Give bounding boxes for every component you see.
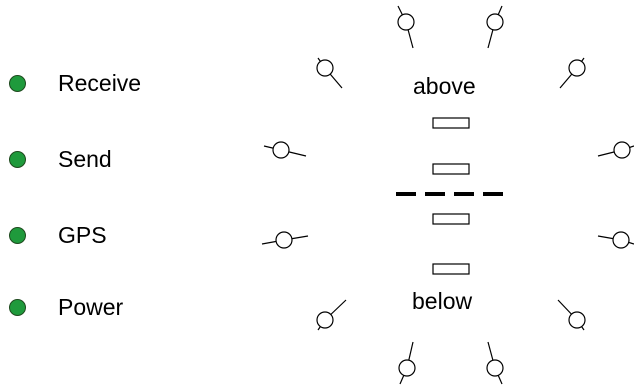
led-gps-icon bbox=[9, 227, 26, 244]
below-label: below bbox=[412, 288, 473, 314]
legend-label-send: Send bbox=[58, 146, 112, 172]
altitude-marker-icon bbox=[432, 163, 470, 175]
led-send-icon bbox=[9, 151, 26, 168]
above-label: above bbox=[413, 73, 476, 99]
legend-label-receive: Receive bbox=[58, 70, 142, 96]
antenna-icon bbox=[397, 5, 415, 49]
antenna-head bbox=[397, 13, 415, 31]
led-power-icon bbox=[9, 299, 26, 316]
altitude-marker-icon bbox=[432, 213, 470, 225]
antenna-icon bbox=[486, 341, 504, 385]
antenna-icon bbox=[316, 57, 343, 89]
antenna-head bbox=[275, 231, 293, 249]
antenna-icon bbox=[559, 57, 586, 89]
antenna-head bbox=[613, 141, 631, 159]
antenna-head bbox=[612, 231, 630, 249]
legend-label-gps: GPS bbox=[58, 222, 107, 248]
antenna-head bbox=[486, 359, 504, 377]
altitude-marker-icon bbox=[432, 263, 470, 275]
antenna-head bbox=[316, 59, 334, 77]
antenna-icon bbox=[557, 299, 586, 331]
legend-item-gps: GPS bbox=[0, 220, 200, 250]
antenna-icon bbox=[263, 141, 307, 159]
antenna-head bbox=[316, 311, 334, 329]
antenna-head bbox=[272, 141, 290, 159]
antenna-icon bbox=[486, 5, 504, 49]
antenna-icon bbox=[316, 299, 347, 331]
legend-item-send: Send bbox=[0, 144, 200, 174]
antenna-icon bbox=[597, 231, 634, 249]
antenna-icon bbox=[597, 141, 634, 159]
legend-label-power: Power bbox=[58, 294, 124, 320]
led-receive-icon bbox=[9, 75, 26, 92]
antenna-head bbox=[568, 311, 586, 329]
legend-item-power: Power bbox=[0, 292, 200, 322]
antenna-icon bbox=[398, 341, 416, 385]
antenna-head bbox=[398, 359, 416, 377]
altitude-marker-icon bbox=[432, 117, 470, 129]
antenna-icon bbox=[261, 231, 309, 249]
legend-item-receive: Receive bbox=[0, 68, 200, 98]
antenna-head bbox=[486, 13, 504, 31]
antenna-head bbox=[568, 59, 586, 77]
